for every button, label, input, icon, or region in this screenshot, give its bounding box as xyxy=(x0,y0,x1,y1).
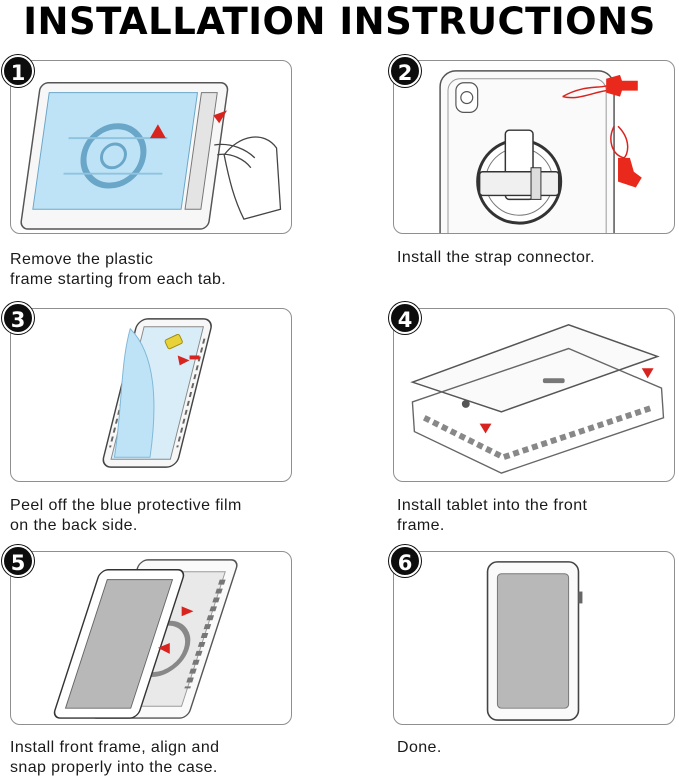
step-2-badge: 2 xyxy=(389,55,421,87)
step-4-caption: Install tablet into the front frame. xyxy=(397,497,588,534)
insert-tablet-illustration xyxy=(410,324,665,474)
step-4-illustration xyxy=(393,308,675,482)
snap-frame-illustration xyxy=(53,559,238,719)
step-3-illustration xyxy=(10,308,292,482)
step-4-badge: 4 xyxy=(389,302,421,334)
peel-film-illustration xyxy=(102,318,212,468)
step-2-illustration xyxy=(393,60,675,234)
finished-case-illustration xyxy=(486,561,583,721)
strap-connector-illustration xyxy=(439,70,642,233)
step-1-caption: Remove the plastic frame starting from e… xyxy=(10,251,227,288)
step-1-illustration xyxy=(10,60,292,234)
step-6-caption: Done. xyxy=(397,739,442,756)
step-3-caption: Peel off the blue protective film on the… xyxy=(10,497,242,534)
step-5-caption: Install front frame, align and snap prop… xyxy=(10,739,220,776)
step-6-illustration xyxy=(393,551,675,725)
step-5-illustration xyxy=(10,551,292,725)
step-6-badge: 6 xyxy=(389,545,421,577)
remove-frame-illustration xyxy=(20,82,282,230)
step-2-caption: Install the strap connector. xyxy=(397,249,595,266)
step-5-badge: 5 xyxy=(2,545,34,577)
page-title: INSTALLATION INSTRUCTIONS xyxy=(23,0,656,43)
step-1-badge: 1 xyxy=(2,55,34,87)
step-3-badge: 3 xyxy=(2,302,34,334)
